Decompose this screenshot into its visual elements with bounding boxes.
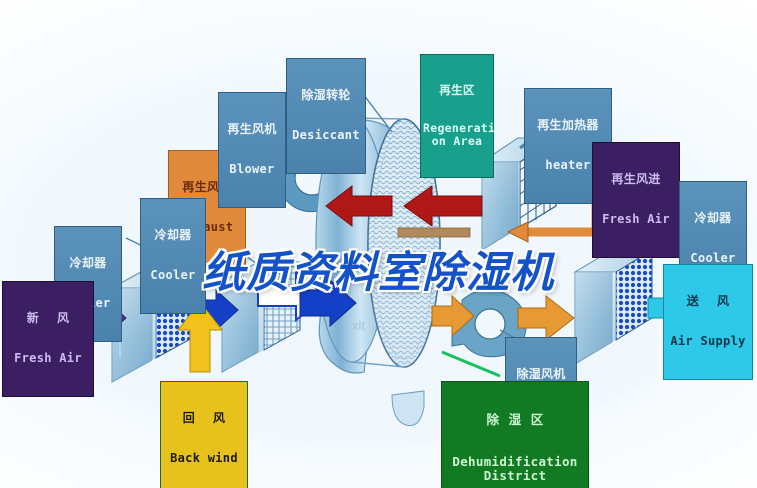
label-back-wind-cn: 回 风 (182, 410, 226, 425)
arrow-wheel-to-dehum-blower (431, 294, 475, 338)
label-regeneration-heater-cn: 再生加热器 (537, 117, 599, 132)
label-regeneration-blower-cn: 再生风机 (227, 121, 277, 136)
label-fresh-air-cn: 新 风 (26, 310, 70, 325)
label-air-supply-en: Air Supply (670, 334, 746, 349)
label-dehumidification-district-cn: 除 湿 区 (486, 412, 544, 427)
regeneration-heater-unit (480, 136, 558, 251)
page-title: 纸质资料室除湿机 (202, 248, 554, 298)
label-regeneration-heater-en: heater (545, 158, 591, 173)
label-desiccant-wheel-cn: 除湿转轮 (301, 87, 351, 102)
label-cooler-right-cn: 冷却器 (694, 210, 732, 225)
watermark-text: xlt (352, 318, 365, 333)
arrow-blower-to-cooler-right (517, 294, 575, 342)
arrow-into-wheel (257, 269, 357, 328)
label-cooler-right-en: Cooler (690, 251, 736, 266)
dehumidification-blower-unit (451, 288, 527, 358)
arrow-regeneration-hot-left (325, 184, 483, 228)
label-air-supply-cn: 送 风 (686, 293, 730, 308)
label-regeneration-fresh-air-en: Fresh Air (602, 212, 670, 227)
label-dehumidification-district[interactable]: 除 湿 区 Dehumidification District (441, 381, 589, 488)
label-regeneration-blower-en: Blower (229, 162, 275, 177)
label-back-wind[interactable]: 回 风 Back wind (160, 381, 248, 488)
label-cooler-middle-cn: 冷却器 (154, 227, 192, 242)
label-regeneration-blower[interactable]: 再生风机 Blower (218, 92, 286, 208)
label-air-supply[interactable]: 送 风 Air Supply (663, 264, 753, 380)
label-dehumidification-blower-cn: 除湿风机 (516, 366, 566, 381)
label-cooler-left-cn: 冷却器 (69, 255, 107, 270)
label-regeneration-area[interactable]: 再生区 Regenerati on Area (420, 54, 496, 178)
label-regeneration-area-en: Regenerati on Area (423, 121, 496, 149)
label-fresh-air[interactable]: 新 风 Fresh Air (2, 281, 94, 397)
label-regeneration-area-cn: 再生区 (439, 82, 475, 97)
label-cooler-middle-en: Cooler (150, 268, 196, 283)
arrow-back-wind (176, 301, 224, 373)
label-regeneration-fresh-air[interactable]: 再生风进 Fresh Air (592, 142, 680, 258)
label-dehumidification-district-en: Dehumidification District (452, 454, 578, 483)
label-fresh-air-en: Fresh Air (14, 351, 82, 366)
label-desiccant-wheel[interactable]: 除湿转轮 Desiccant (286, 58, 366, 174)
label-desiccant-wheel-en: Desiccant (292, 128, 360, 143)
label-back-wind-en: Back wind (170, 451, 238, 466)
label-regeneration-fresh-air-cn: 再生风进 (611, 171, 661, 186)
label-cooler-middle[interactable]: 冷却器 Cooler (140, 198, 206, 314)
